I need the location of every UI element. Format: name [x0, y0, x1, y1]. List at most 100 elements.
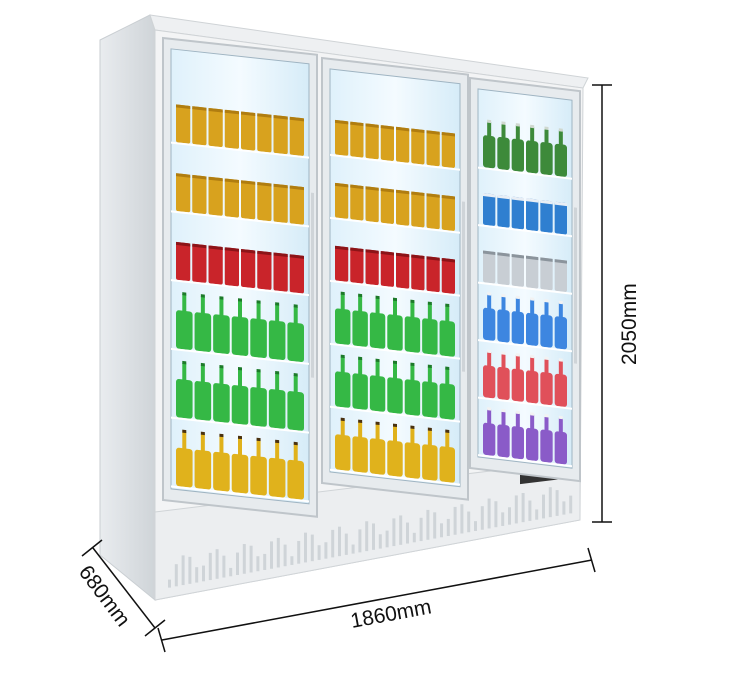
shelf-row	[478, 250, 572, 295]
can	[192, 243, 207, 283]
bottle	[526, 312, 539, 346]
can	[411, 254, 425, 291]
height-dimension	[592, 84, 612, 523]
bottle	[439, 320, 455, 357]
door-1[interactable]	[162, 36, 318, 518]
depth-dimension	[81, 539, 166, 637]
can	[335, 246, 349, 282]
bottle	[213, 314, 230, 355]
bottle	[352, 436, 368, 473]
bottle	[194, 381, 212, 421]
can	[380, 125, 394, 161]
shelf-row	[330, 417, 460, 486]
bottle	[540, 429, 553, 463]
can	[380, 188, 394, 224]
bottle	[439, 383, 455, 420]
shelf	[330, 279, 460, 297]
can	[426, 193, 440, 230]
bottle	[422, 318, 438, 355]
bottle	[554, 431, 567, 465]
bottle	[526, 427, 539, 461]
shelf-row	[330, 291, 460, 360]
can	[396, 127, 410, 163]
bottle	[540, 372, 553, 406]
bottle	[176, 447, 193, 488]
width-dimension	[157, 547, 596, 653]
bottle	[369, 312, 386, 349]
can	[257, 113, 272, 153]
can	[554, 259, 567, 292]
bottle	[268, 320, 286, 361]
height-label: 2050mm	[618, 283, 641, 365]
cabinet-side-panel	[99, 14, 156, 602]
can	[273, 183, 288, 223]
bottle	[526, 370, 539, 404]
bottle	[439, 446, 455, 483]
shelf-row	[478, 193, 572, 238]
can	[365, 123, 379, 160]
door-handle[interactable]	[311, 192, 314, 378]
bottle	[540, 142, 553, 176]
can	[192, 175, 207, 215]
can	[396, 252, 410, 289]
bottle	[335, 434, 351, 471]
can	[411, 191, 425, 228]
can	[241, 180, 256, 220]
bottle	[483, 365, 496, 399]
bottle	[213, 451, 230, 492]
door-handle[interactable]	[574, 207, 577, 364]
bottle	[497, 137, 510, 171]
shelf	[478, 454, 572, 468]
can	[176, 173, 191, 213]
shelf	[478, 281, 572, 295]
bottle	[540, 314, 553, 348]
shelf-row	[171, 292, 309, 365]
shelf	[171, 485, 309, 503]
can	[526, 255, 539, 289]
can	[540, 257, 553, 291]
bottle	[404, 379, 421, 416]
shelf-row	[171, 360, 309, 434]
bottle	[176, 310, 193, 350]
bottle	[404, 316, 421, 353]
can	[350, 121, 364, 158]
door-handle[interactable]	[462, 201, 465, 372]
can	[192, 106, 207, 146]
bottle	[194, 449, 212, 490]
bottle	[250, 455, 267, 496]
bottle	[231, 453, 249, 494]
bottle	[483, 307, 496, 341]
can	[257, 182, 272, 222]
can	[335, 183, 349, 219]
bottle	[497, 424, 510, 458]
can	[273, 252, 288, 292]
bottle	[335, 371, 351, 408]
shelf-row	[171, 104, 309, 159]
shelf-row	[330, 354, 460, 423]
can	[483, 193, 496, 226]
bottle	[287, 459, 305, 500]
bottle	[352, 373, 368, 410]
shelf-row	[171, 241, 309, 297]
shelf-row	[478, 119, 572, 180]
shelf	[478, 166, 572, 180]
bottle	[369, 375, 386, 412]
can	[257, 250, 272, 290]
door-3[interactable]	[469, 76, 581, 483]
door-2[interactable]	[321, 56, 469, 501]
can	[380, 251, 394, 287]
bottle	[497, 309, 510, 343]
bottle	[483, 422, 496, 456]
can	[289, 116, 304, 156]
shelf	[478, 224, 572, 238]
bottle	[335, 308, 351, 345]
shelf	[330, 405, 460, 423]
bottle	[422, 381, 438, 418]
bottle	[213, 383, 230, 423]
bottle	[422, 444, 438, 481]
bottle	[511, 138, 525, 172]
bottle	[497, 367, 510, 401]
shelf-row	[330, 182, 460, 234]
